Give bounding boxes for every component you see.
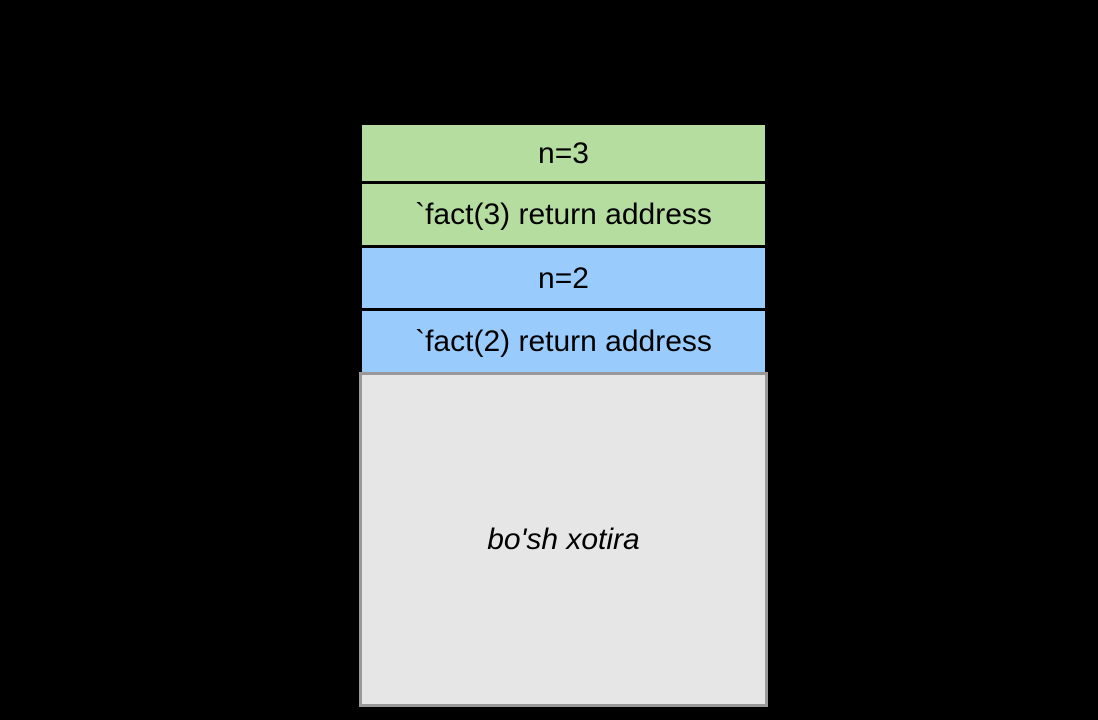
stack-frame-n2: n=2: [359, 245, 768, 311]
stack-frame-free-memory: bo'sh xotira: [359, 372, 768, 707]
stack-frame-fact2-return-address-label: `fact(2) return address: [415, 325, 712, 358]
stack-frame-fact2-return-address: `fact(2) return address: [359, 308, 768, 375]
call-stack: n=3 `fact(3) return address n=2 `fact(2)…: [359, 122, 768, 707]
stack-frame-n3-label: n=3: [538, 136, 589, 170]
stack-frame-n3: n=3: [359, 122, 768, 184]
stack-frame-n2-label: n=2: [538, 261, 589, 295]
stack-frame-fact3-return-address-label: `fact(3) return address: [415, 198, 712, 231]
stack-frame-free-memory-label: bo'sh xotira: [487, 523, 640, 556]
stack-frame-fact3-return-address: `fact(3) return address: [359, 181, 768, 248]
